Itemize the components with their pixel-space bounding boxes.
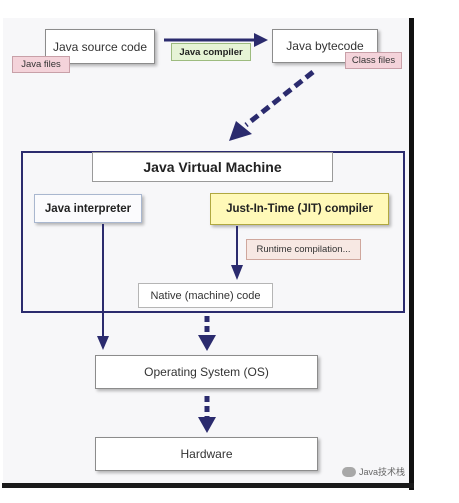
class-files-tag: Class files (345, 52, 402, 69)
jit-box: Just-In-Time (JIT) compiler (210, 193, 389, 225)
os-box: Operating System (OS) (95, 355, 318, 389)
wechat-icon (342, 466, 356, 477)
frame-edge-right (409, 18, 414, 490)
java-files-label: Java files (21, 59, 61, 70)
watermark-text: Java技术栈 (359, 467, 406, 477)
runtime-compilation-label: Runtime compilation... (256, 244, 351, 255)
source-code-label: Java source code (52, 39, 148, 54)
runtime-compilation-tag: Runtime compilation... (246, 239, 361, 260)
compiler-tag: Java compiler (171, 43, 251, 61)
interpreter-box: Java interpreter (34, 194, 142, 223)
os-label: Operating System (OS) (144, 365, 269, 379)
native-code-label: Native (machine) code (150, 289, 261, 302)
native-code-box: Native (machine) code (138, 283, 273, 308)
class-files-label: Class files (351, 55, 396, 66)
jvm-title: Java Virtual Machine (143, 159, 282, 175)
java-files-tag: Java files (12, 56, 70, 73)
bytecode-label: Java bytecode (286, 39, 364, 53)
frame-edge-bottom (2, 483, 414, 488)
hardware-label: Hardware (180, 447, 233, 461)
jvm-title-box: Java Virtual Machine (92, 152, 333, 182)
hardware-box: Hardware (95, 437, 318, 471)
jit-label: Just-In-Time (JIT) compiler (226, 203, 373, 215)
watermark: Java技术栈 (342, 465, 405, 478)
interpreter-label: Java interpreter (44, 202, 132, 215)
compiler-label: Java compiler (179, 46, 243, 58)
